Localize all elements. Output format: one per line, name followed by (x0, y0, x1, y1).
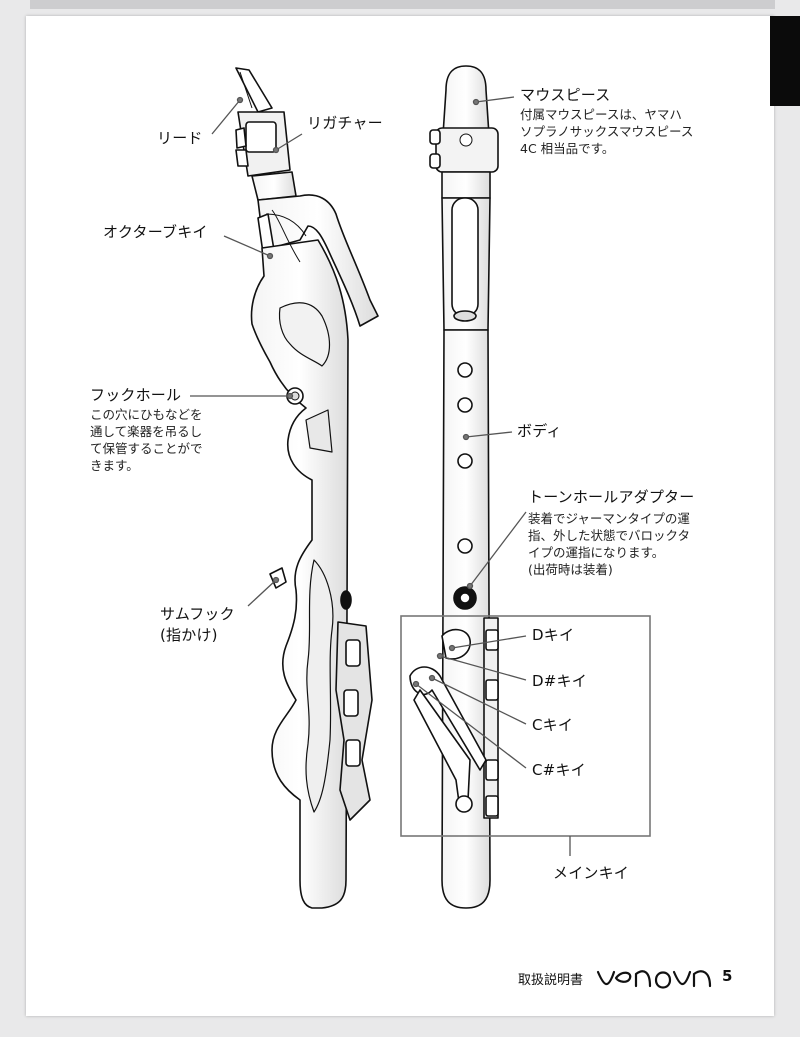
thumb-hook-label: サムフック (指かけ) (160, 605, 235, 644)
hook-hole-description: この穴にひもなどを 通して楽器を吊るし て保管することがで きます。 (90, 407, 203, 473)
ligature-label: リガチャー (307, 114, 383, 132)
leader-lines (190, 96, 571, 856)
mouthpiece-description: 付属マウスピースは、ヤマハ ソプラノサックスマウスピース 4C 相当品です。 (520, 107, 694, 156)
section-tab (770, 16, 800, 106)
top-bar (30, 0, 775, 9)
tone-hole-adapter-label: トーンホールアダプター (528, 488, 695, 506)
body-label: ボディ (517, 422, 562, 440)
d-sharp-key-label: D#キイ (532, 672, 587, 690)
octave-key-label: オクターブキイ (103, 223, 208, 241)
c-sharp-key-label: C#キイ (532, 761, 586, 779)
c-key-label: Cキイ (532, 716, 574, 734)
manual-page (26, 16, 774, 1016)
hook-hole-label: フックホール (90, 386, 182, 404)
front-view-instrument (409, 65, 499, 909)
side-view-instrument (235, 67, 379, 909)
tone-hole-adapter-description: 装着でジャーマンタイプの運 指、外した状態でバロックタ イプの運指になります。 … (528, 511, 691, 577)
page-number: 5 (722, 967, 733, 985)
main-key-label: メインキイ (553, 864, 630, 882)
footer-manual-title: 取扱説明書 (518, 973, 584, 988)
d-key-label: Dキイ (532, 626, 575, 644)
venova-logo (596, 970, 712, 989)
main-key-callout-frame (400, 615, 651, 837)
reed-label: リード (157, 129, 203, 147)
mouthpiece-label: マウスピース (520, 86, 611, 104)
